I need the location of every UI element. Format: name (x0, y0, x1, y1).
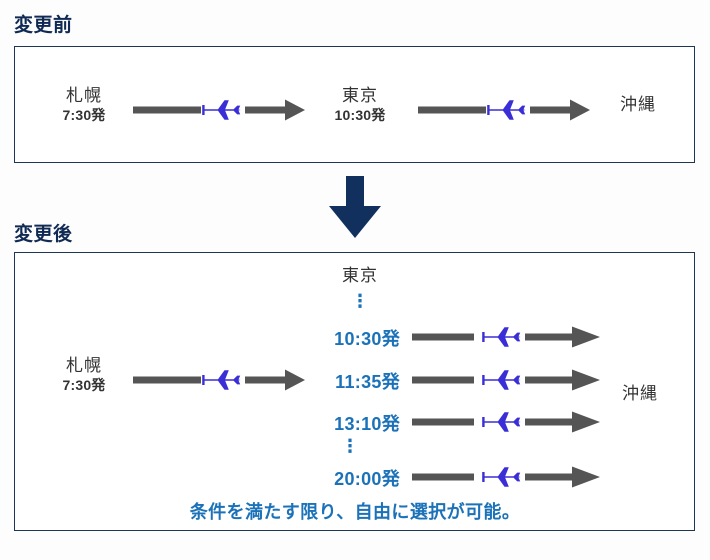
leg-line-right (245, 376, 287, 384)
after-caption: 条件を満たす限り、自由に選択が可能。 (189, 502, 521, 522)
after-leg-departure-3 (412, 463, 600, 491)
after-transit-name: 東京 (342, 266, 378, 285)
section-title-before: 変更前 (14, 15, 73, 36)
after-leg-departure-0 (412, 323, 600, 351)
before-transit-label: 東京 10:30発 (305, 85, 415, 125)
after-origin-time: 7:30発 (62, 376, 106, 393)
before-leg-sapporo-tokyo (133, 96, 305, 124)
airplane-icon (482, 467, 521, 487)
after-leg-departure-2 (412, 408, 600, 436)
airplane-icon (482, 412, 521, 432)
after-destination-name: 沖縄 (622, 384, 658, 403)
leg-line-left (412, 418, 474, 426)
after-leg-departure-1 (412, 366, 600, 394)
arrow-head-icon (572, 466, 600, 488)
leg-line-right (530, 106, 572, 114)
leg-line-left (418, 106, 486, 114)
before-destination-name: 沖縄 (620, 95, 656, 114)
airplane-icon (487, 100, 526, 120)
leg-line-left (412, 333, 474, 341)
arrow-head-icon (285, 369, 305, 391)
leg-line-right (525, 333, 573, 341)
arrow-head-icon (572, 326, 600, 348)
panel-before (14, 46, 695, 163)
panel-after (14, 252, 695, 531)
airplane-icon (482, 327, 521, 347)
departure-time-2[interactable]: 13:10発 (334, 414, 400, 434)
departure-time-3[interactable]: 20:00発 (334, 469, 400, 489)
after-origin-label: 札幌 7:30発 (34, 355, 134, 395)
after-destination-label: 沖縄 (600, 383, 680, 405)
down-arrow-icon (327, 176, 383, 238)
leg-line-left (133, 106, 201, 114)
before-origin-label: 札幌 7:30発 (34, 85, 134, 125)
arrow-head-icon (572, 369, 600, 391)
before-leg-tokyo-okinawa (418, 96, 590, 124)
leg-line-left (412, 473, 474, 481)
airplane-icon (202, 100, 241, 120)
after-ellipsis-top: ⋮ (351, 291, 369, 311)
arrow-head-icon (285, 99, 305, 121)
before-transit-time: 10:30発 (334, 106, 386, 123)
before-transit-name: 東京 (342, 86, 378, 105)
leg-line-left (412, 376, 474, 384)
after-origin-name: 札幌 (66, 356, 102, 375)
after-ellipsis-mid: ⋮ (341, 436, 359, 456)
leg-line-right (525, 418, 573, 426)
after-transit-label: 東京 (310, 265, 410, 287)
leg-line-left (133, 376, 201, 384)
section-title-after: 変更後 (14, 224, 73, 245)
after-leg-sapporo-tokyo (133, 366, 305, 394)
arrow-head-icon (570, 99, 590, 121)
before-origin-time: 7:30発 (62, 106, 106, 123)
arrow-head-icon (572, 411, 600, 433)
departure-time-1[interactable]: 11:35発 (335, 372, 400, 392)
airplane-icon (202, 370, 241, 390)
before-origin-name: 札幌 (66, 86, 102, 105)
leg-line-right (245, 106, 287, 114)
airplane-icon (482, 370, 521, 390)
leg-line-right (525, 473, 573, 481)
departure-time-0[interactable]: 10:30発 (334, 329, 400, 349)
before-destination-label: 沖縄 (598, 94, 678, 116)
leg-line-right (525, 376, 573, 384)
